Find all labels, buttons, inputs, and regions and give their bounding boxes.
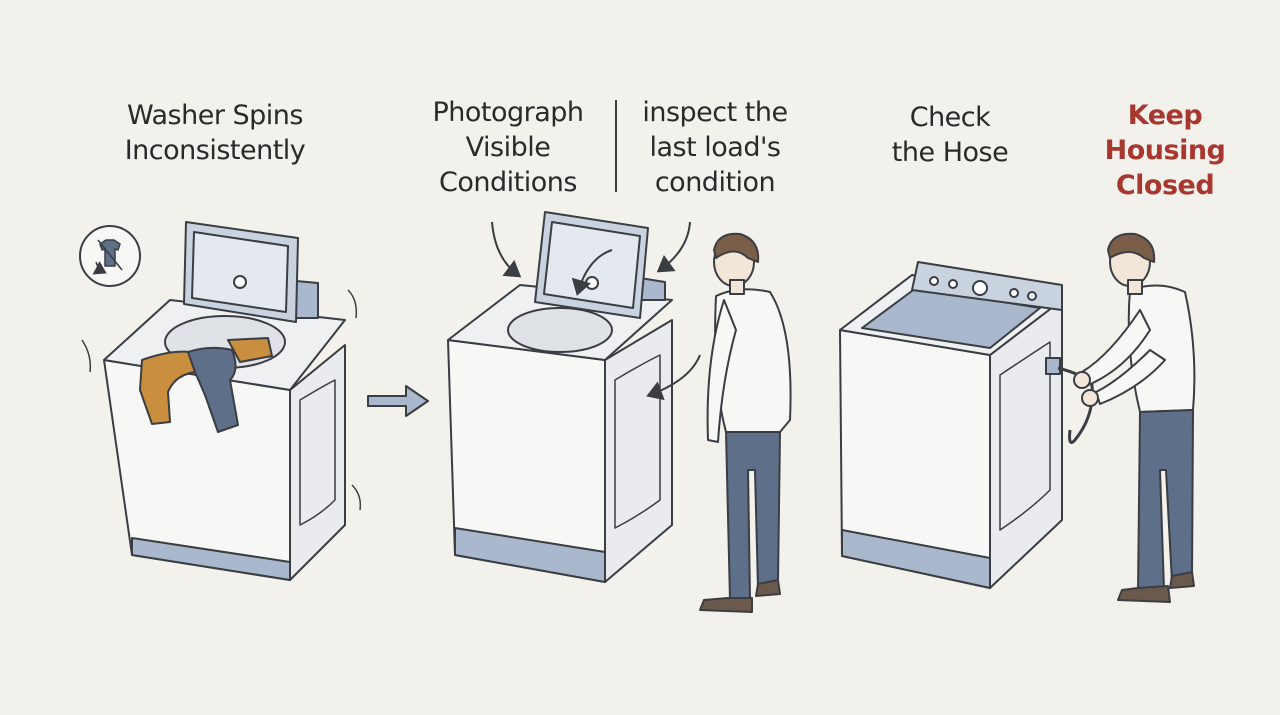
curved-arrow-icon [491, 221, 701, 401]
caption-washer-spins: Washer Spins Inconsistently [124, 100, 306, 166]
tshirt-rotate-icon [79, 225, 141, 287]
caption-keep-housing-closed: Keep Housing Closed [1104, 100, 1226, 201]
caption-divider [615, 100, 617, 192]
caption-photograph: Photograph Visible Conditions [432, 97, 584, 198]
washer-inspect [447, 211, 673, 583]
caption-check-hose: Check the Hose [891, 102, 1009, 168]
person-figure-hose [1073, 232, 1196, 603]
washer-wobbling [79, 221, 362, 581]
right-arrow-icon [367, 385, 429, 417]
caption-inspect-load: inspect the last load's condition [642, 97, 788, 198]
person-figure-inspect [699, 232, 792, 613]
washer-hose [839, 261, 1094, 589]
